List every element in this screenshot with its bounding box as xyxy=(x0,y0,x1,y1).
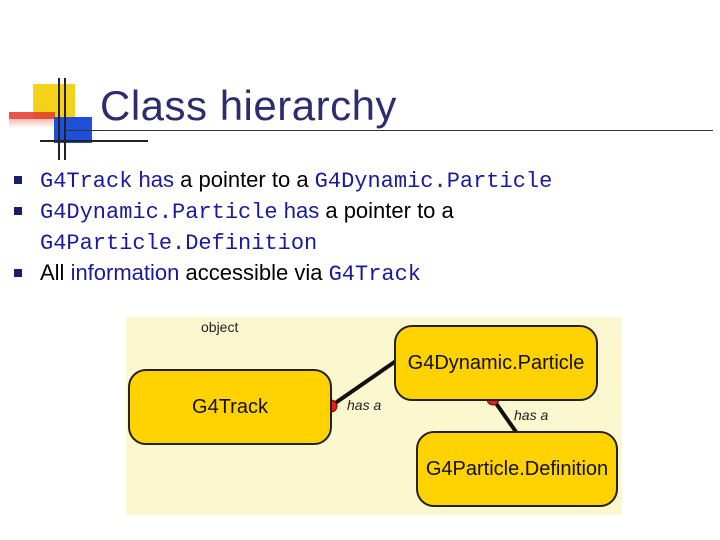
title-underline-rule xyxy=(66,130,713,131)
class-name: G4Track xyxy=(40,169,133,194)
plain-text: accessible via xyxy=(179,260,329,285)
box-g4dynamicparticle: G4Dynamic.Particle xyxy=(394,325,598,401)
bullet-square-icon xyxy=(14,176,22,184)
logo-horizontal-line xyxy=(40,140,148,142)
logo-vertical-line xyxy=(58,78,60,160)
bullet-item: G4Track has a pointer to a G4Dynamic.Par… xyxy=(14,165,704,196)
keyword-text: has xyxy=(132,167,175,192)
edge-label: has a xyxy=(347,397,382,413)
class-name: G4Particle.Definition xyxy=(40,231,318,256)
class-diagram: object G4Track G4Dynamic.Particle G4Part… xyxy=(126,317,622,515)
class-name: G4Dynamic.Particle xyxy=(40,200,278,225)
diagram-legend-label: object xyxy=(201,319,239,335)
logo-vertical-line xyxy=(64,78,66,160)
connector-track-dynamic xyxy=(329,352,408,408)
logo-red-gradient-bar xyxy=(9,119,55,128)
keyword-text: information xyxy=(70,260,180,285)
plain-text: a pointer to a xyxy=(174,167,315,192)
plain-text: a pointer to a xyxy=(319,198,454,223)
class-name: G4Dynamic.Particle xyxy=(314,169,553,194)
bullet-item: All information accessible via G4Track xyxy=(14,258,704,289)
box-g4track: G4Track xyxy=(128,369,332,445)
slide-title: Class hierarchy xyxy=(100,82,397,129)
logo-red-bar xyxy=(9,112,55,119)
bullet-list: G4Track has a pointer to a G4Dynamic.Par… xyxy=(14,165,704,289)
class-name: G4Track xyxy=(328,262,422,287)
bullet-item: G4Dynamic.Particle has a pointer to a G4… xyxy=(14,196,704,258)
plain-text: All xyxy=(40,260,71,285)
bullet-square-icon xyxy=(14,269,22,277)
bullet-square-icon xyxy=(14,207,22,215)
box-g4particledefinition: G4Particle.Definition xyxy=(416,431,618,507)
keyword-text: has xyxy=(277,198,320,223)
edge-label: has a xyxy=(514,407,549,423)
